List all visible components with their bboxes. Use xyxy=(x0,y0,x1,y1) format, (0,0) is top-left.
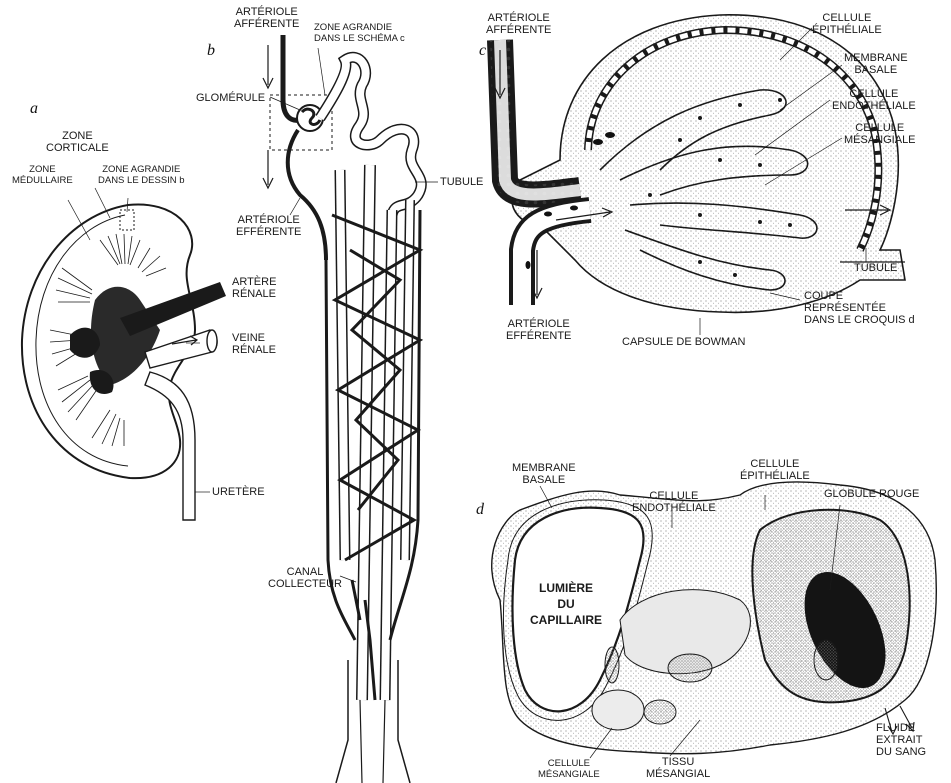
label-fluide-extrait: FLUIDE EXTRAIT DU SANG xyxy=(876,722,926,758)
label-tubule-c: TUBULE xyxy=(854,262,897,274)
label-canal-collecteur: CANAL COLLECTEUR xyxy=(268,566,342,590)
label-membrane-basale-c: MEMBRANE BASALE xyxy=(844,52,908,76)
label-tissu-mesangial: TISSU MÉSANGIAL xyxy=(646,756,710,780)
panel-c-letter: c xyxy=(479,42,486,60)
label-artere-renale: ARTÈRE RÉNALE xyxy=(232,276,276,300)
label-tubule-b: TUBULE xyxy=(440,176,483,188)
label-arteriole-afferente-c: ARTÉRIOLE AFFÉRENTE xyxy=(486,12,551,36)
label-zone-agrandie-a: ZONE AGRANDIE DANS LE DESSIN b xyxy=(98,164,185,186)
label-cellule-epitheliale-d: CELLULE ÉPITHÉLIALE xyxy=(740,458,810,482)
panel-b-letter: b xyxy=(207,42,215,60)
label-capsule-bowman: CAPSULE DE BOWMAN xyxy=(622,336,745,348)
panel-a-kidney xyxy=(22,188,226,520)
label-cellule-endotheliale-d: CELLULE ENDOTHÉLIALE xyxy=(632,490,716,514)
label-cellule-epitheliale-c: CELLULE ÉPITHÉLIALE xyxy=(812,12,882,36)
panel-d-letter: d xyxy=(476,501,484,519)
label-coupe: COUPE REPRÉSENTÉE DANS LE CROQUIS d xyxy=(804,290,915,326)
label-arteriole-afferente-b: ARTÉRIOLE AFFÉRENTE xyxy=(234,6,299,30)
panel-b-nephron xyxy=(263,35,438,783)
label-arteriole-efferente-c: ARTÉRIOLE EFFÉRENTE xyxy=(506,318,571,342)
label-zone-corticale: ZONE CORTICALE xyxy=(46,130,109,154)
label-cellule-mesangiale-d: CELLULE MÉSANGIALE xyxy=(538,758,600,780)
label-cellule-mesangiale-c: CELLULE MÉSANGIALE xyxy=(844,122,916,146)
label-glomerule: GLOMÉRULE xyxy=(196,92,265,104)
label-zone-medullaire: ZONE MÉDULLAIRE xyxy=(12,164,73,186)
label-veine-renale: VEINE RÉNALE xyxy=(232,332,276,356)
label-lumiere-capillaire: LUMIÈRE DU CAPILLAIRE xyxy=(530,580,602,628)
label-membrane-basale-d: MEMBRANE BASALE xyxy=(512,462,576,486)
label-cellule-endotheliale-c: CELLULE ENDOTHÉLIALE xyxy=(832,88,916,112)
label-globule-rouge: GLOBULE ROUGE xyxy=(824,488,919,500)
panel-a-letter: a xyxy=(30,100,38,118)
label-arteriole-efferente-b: ARTÉRIOLE EFFÉRENTE xyxy=(236,214,301,238)
label-zone-agrandie-b: ZONE AGRANDIE DANS LE SCHÉMA c xyxy=(314,22,405,44)
label-uretere: URETÈRE xyxy=(212,486,265,498)
